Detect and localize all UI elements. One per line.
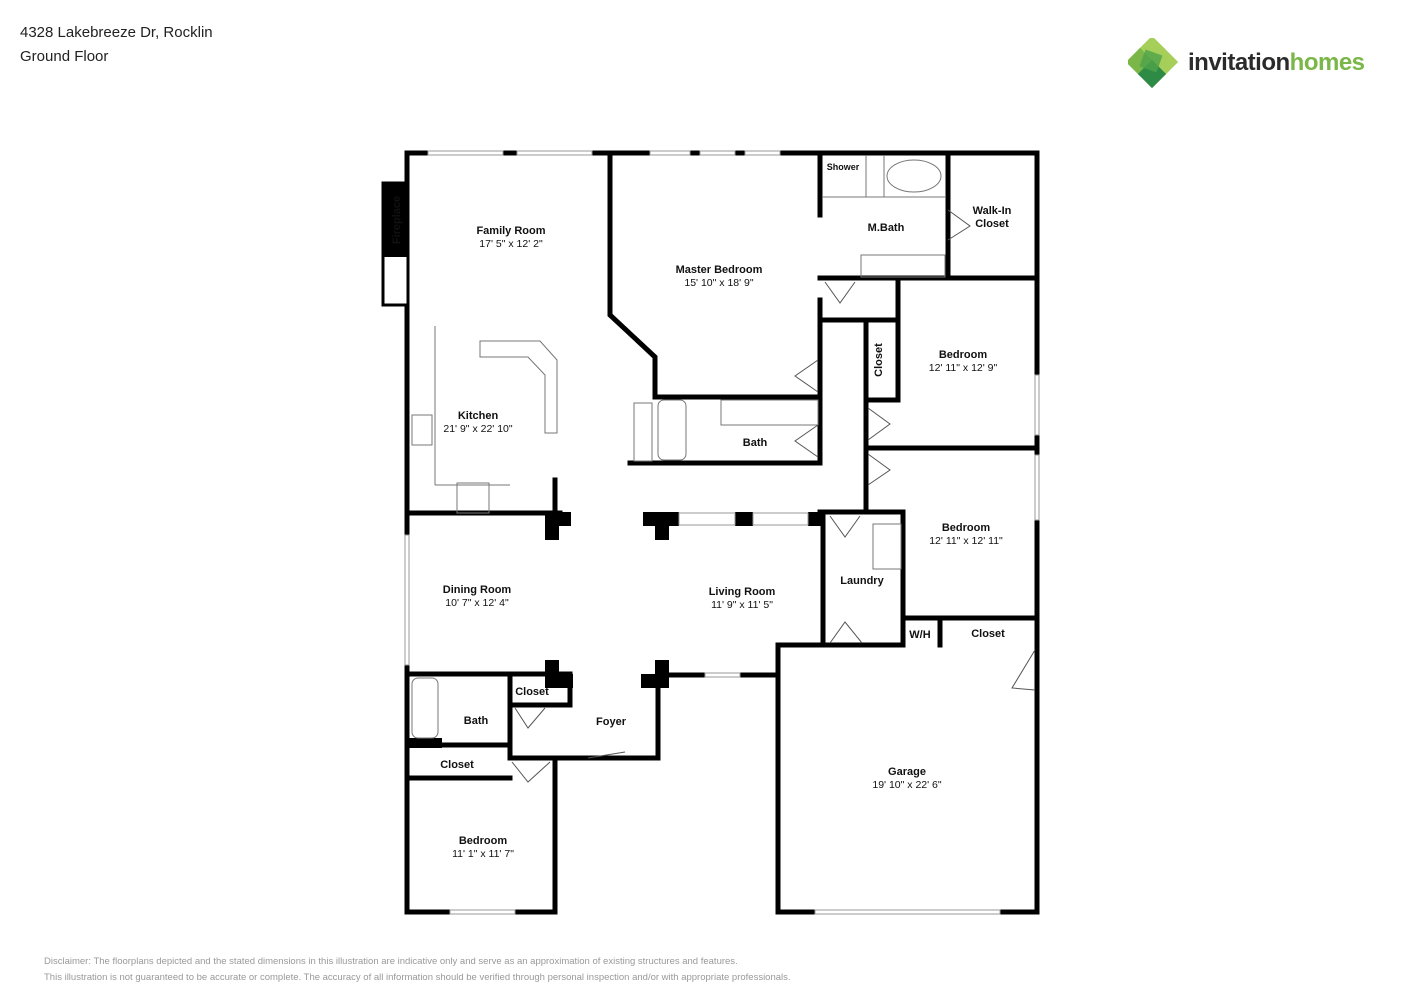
fireplace bbox=[381, 181, 410, 307]
plan-header: 4328 Lakebreeze Dr, Rocklin Ground Floor bbox=[20, 21, 213, 69]
vanity bbox=[860, 254, 946, 278]
room-dimensions: 10' 7" x 12' 4" bbox=[445, 597, 509, 609]
area-label: Walk-In bbox=[973, 205, 1012, 217]
area-label: M.Bath bbox=[868, 222, 905, 234]
room-dimensions: 12' 11" x 12' 9" bbox=[929, 362, 998, 374]
disclaimer-line-1: Disclaimer: The floorplans depicted and … bbox=[44, 956, 738, 967]
area-label: Closet bbox=[873, 343, 885, 377]
logo-mark-icon bbox=[1128, 38, 1179, 88]
logo-wordmark: invitationhomes bbox=[1188, 49, 1365, 77]
bathtub bbox=[886, 159, 942, 193]
disclaimer: Disclaimer: The floorplans depicted and … bbox=[44, 954, 791, 986]
address: 4328 Lakebreeze Dr, Rocklin bbox=[20, 24, 213, 41]
kitchen-island bbox=[479, 340, 558, 434]
area-label: Closet bbox=[440, 759, 474, 771]
area-label: Shower bbox=[827, 162, 860, 172]
disclaimer-line-2: This illustration is not guaranteed to b… bbox=[44, 972, 791, 983]
area-label: Closet bbox=[975, 218, 1009, 230]
room-name: Garage bbox=[888, 766, 926, 778]
bathtub bbox=[657, 399, 687, 461]
fixtures bbox=[411, 155, 946, 739]
area-label: W/H bbox=[909, 629, 930, 641]
room-name: Bedroom bbox=[459, 835, 508, 847]
room-name: Bedroom bbox=[939, 349, 988, 361]
room-dimensions: 11' 1" x 11' 7" bbox=[452, 848, 514, 860]
pillars bbox=[407, 512, 824, 748]
stove bbox=[456, 482, 490, 514]
room-dimensions: 12' 11" x 12' 11" bbox=[929, 535, 1003, 547]
area-label: Closet bbox=[971, 628, 1005, 640]
invitation-homes-logo: invitationhomes bbox=[1128, 38, 1365, 88]
room-name: Master Bedroom bbox=[676, 264, 763, 276]
room-name: Kitchen bbox=[458, 410, 499, 422]
area-label: Fireplace bbox=[391, 196, 403, 244]
room-dimensions: 21' 9" x 22' 10" bbox=[443, 423, 513, 435]
floor-name: Ground Floor bbox=[20, 48, 109, 65]
area-label: Laundry bbox=[840, 575, 884, 587]
room-name: Dining Room bbox=[443, 584, 512, 596]
area-label: Bath bbox=[464, 715, 489, 727]
bathtub bbox=[411, 677, 439, 739]
room-dimensions: 17' 5" x 12' 2" bbox=[479, 238, 543, 250]
logo-word-homes: homes bbox=[1289, 49, 1365, 76]
room-name: Bedroom bbox=[942, 522, 991, 534]
walls bbox=[404, 150, 1040, 915]
doors bbox=[511, 209, 1036, 783]
logo-word-invitation: invitation bbox=[1188, 49, 1290, 76]
area-label: Closet bbox=[515, 686, 549, 698]
room-dimensions: 11' 9" x 11' 5" bbox=[711, 599, 773, 611]
room-dimensions: 15' 10" x 18' 9" bbox=[684, 277, 754, 289]
room-name: Family Room bbox=[476, 225, 545, 237]
kitchen-sink bbox=[411, 414, 433, 446]
room-dimensions: 19' 10" x 22' 6" bbox=[872, 779, 942, 791]
area-label: Bath bbox=[743, 437, 768, 449]
windows bbox=[404, 150, 1040, 915]
vanity bbox=[720, 399, 819, 426]
room-name: Living Room bbox=[709, 586, 776, 598]
area-label: Foyer bbox=[596, 716, 627, 728]
